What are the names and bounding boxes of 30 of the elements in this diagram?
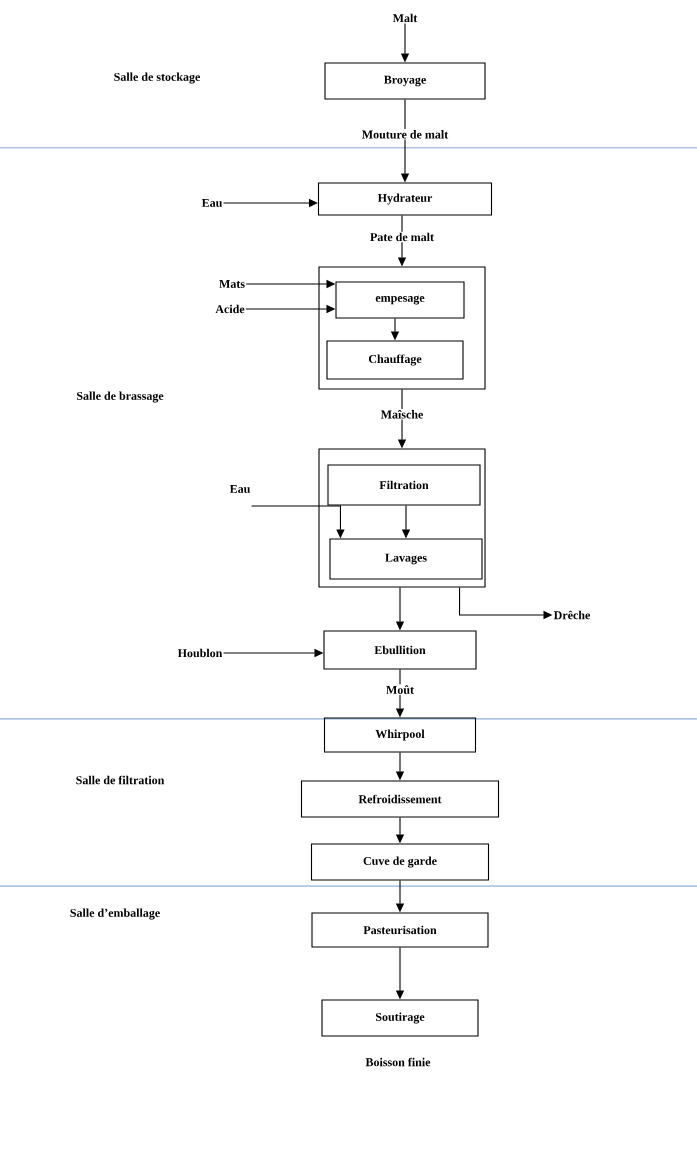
process-box: Ebullition — [323, 630, 477, 670]
process-box: Pasteurisation — [311, 912, 489, 948]
flow-label: Houblon — [177, 648, 223, 658]
flow-label: Malt — [392, 13, 418, 23]
process-box: Hydrateur — [317, 182, 493, 216]
flow-label: Eau — [229, 485, 250, 493]
process-box: Whirpool — [323, 717, 477, 753]
flow-label: Eau — [201, 199, 222, 207]
edge-label: Moût — [385, 684, 415, 695]
room-label: Salle de brassage — [77, 391, 164, 403]
process-box: Chauffage — [326, 340, 464, 380]
flow-label: Acide — [215, 304, 245, 314]
process-box: Broyage — [324, 62, 486, 100]
room-label: Salle de stockage — [114, 72, 201, 84]
room-label: Salle de filtration — [76, 775, 165, 785]
process-box: Lavages — [329, 538, 483, 580]
edge-label: Maîsche — [379, 409, 425, 420]
group-box — [318, 266, 486, 390]
process-box: Cuve de garde — [310, 843, 490, 881]
process-box: empesage — [335, 281, 465, 319]
room-label: Salle d’emballage — [70, 908, 160, 920]
flow-label: Mats — [219, 280, 245, 288]
group-box — [318, 448, 486, 588]
edge-label: Mouture de malt — [360, 129, 450, 140]
output-label: Boisson finie — [365, 1057, 431, 1067]
flow-label: Drêche — [553, 610, 590, 620]
process-box: Filtration — [327, 464, 481, 506]
process-box: Refroidissement — [300, 780, 500, 818]
process-box: Soutirage — [321, 999, 479, 1037]
edge-label: Pate de malt — [369, 231, 435, 243]
